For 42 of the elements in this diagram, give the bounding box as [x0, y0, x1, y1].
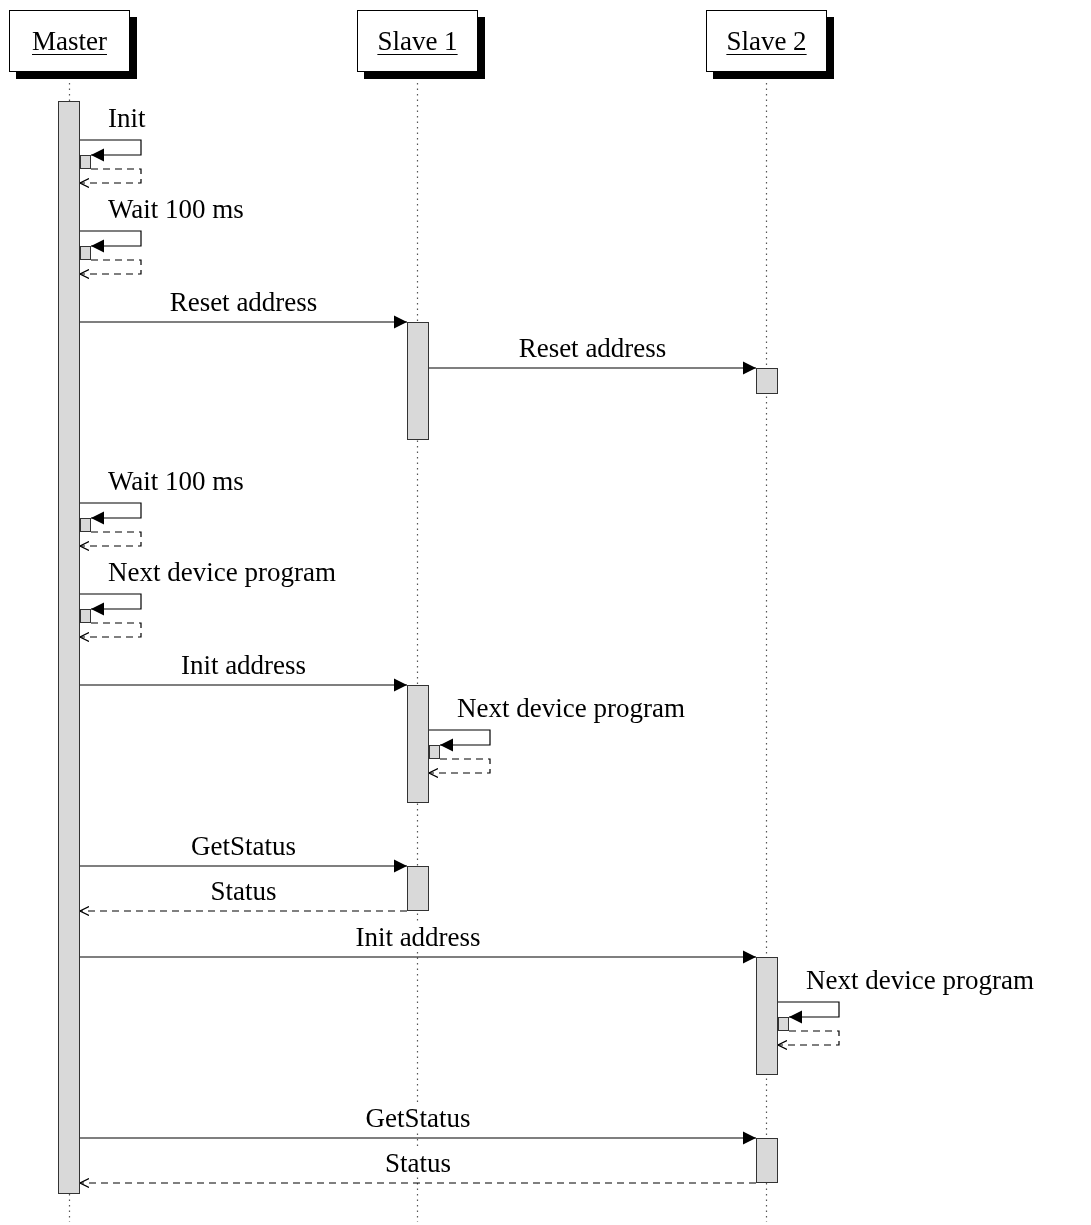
- activation-bar: [80, 246, 91, 260]
- participant-name: Slave 2: [726, 27, 807, 55]
- activation-bar: [756, 957, 778, 1075]
- message-arrow: [777, 1001, 840, 1024]
- message-arrow: [79, 315, 408, 329]
- return-arrow: [777, 1030, 840, 1051]
- return-arrow: [79, 168, 142, 189]
- message-arrow: [428, 729, 491, 752]
- message-arrow: [79, 678, 408, 692]
- return-arrow: [79, 1177, 757, 1189]
- activation-bar: [407, 685, 429, 803]
- message-label: Next device program: [455, 695, 687, 722]
- message-arrow: [79, 593, 142, 616]
- activation-bar: [407, 866, 429, 911]
- message-arrow: [79, 950, 757, 964]
- message-arrow: [79, 230, 142, 253]
- return-arrow: [428, 758, 491, 779]
- activation-bar: [80, 155, 91, 169]
- activation-bar: [429, 745, 440, 759]
- activation-bar: [80, 518, 91, 532]
- activation-bar: [407, 322, 429, 440]
- message-arrow: [79, 502, 142, 525]
- participant-name: Slave 1: [377, 27, 458, 55]
- return-arrow: [79, 531, 142, 552]
- message-label: GetStatus: [363, 1105, 473, 1132]
- participant-name: Master: [32, 27, 107, 55]
- activation-bar: [756, 368, 778, 394]
- message-label: Init address: [353, 924, 483, 951]
- message-label: Next device program: [106, 559, 338, 586]
- message-arrow: [79, 859, 408, 873]
- return-arrow: [79, 622, 142, 643]
- activation-bar: [756, 1138, 778, 1183]
- message-arrow: [428, 361, 757, 375]
- activation-bar: [58, 101, 80, 1194]
- message-label: Next device program: [804, 967, 1036, 994]
- return-arrow: [79, 259, 142, 280]
- message-arrow: [79, 139, 142, 162]
- message-arrow: [79, 1131, 757, 1145]
- activation-bar: [778, 1017, 789, 1031]
- return-arrow: [79, 905, 408, 917]
- message-label: Status: [383, 1150, 453, 1177]
- activation-bar: [80, 609, 91, 623]
